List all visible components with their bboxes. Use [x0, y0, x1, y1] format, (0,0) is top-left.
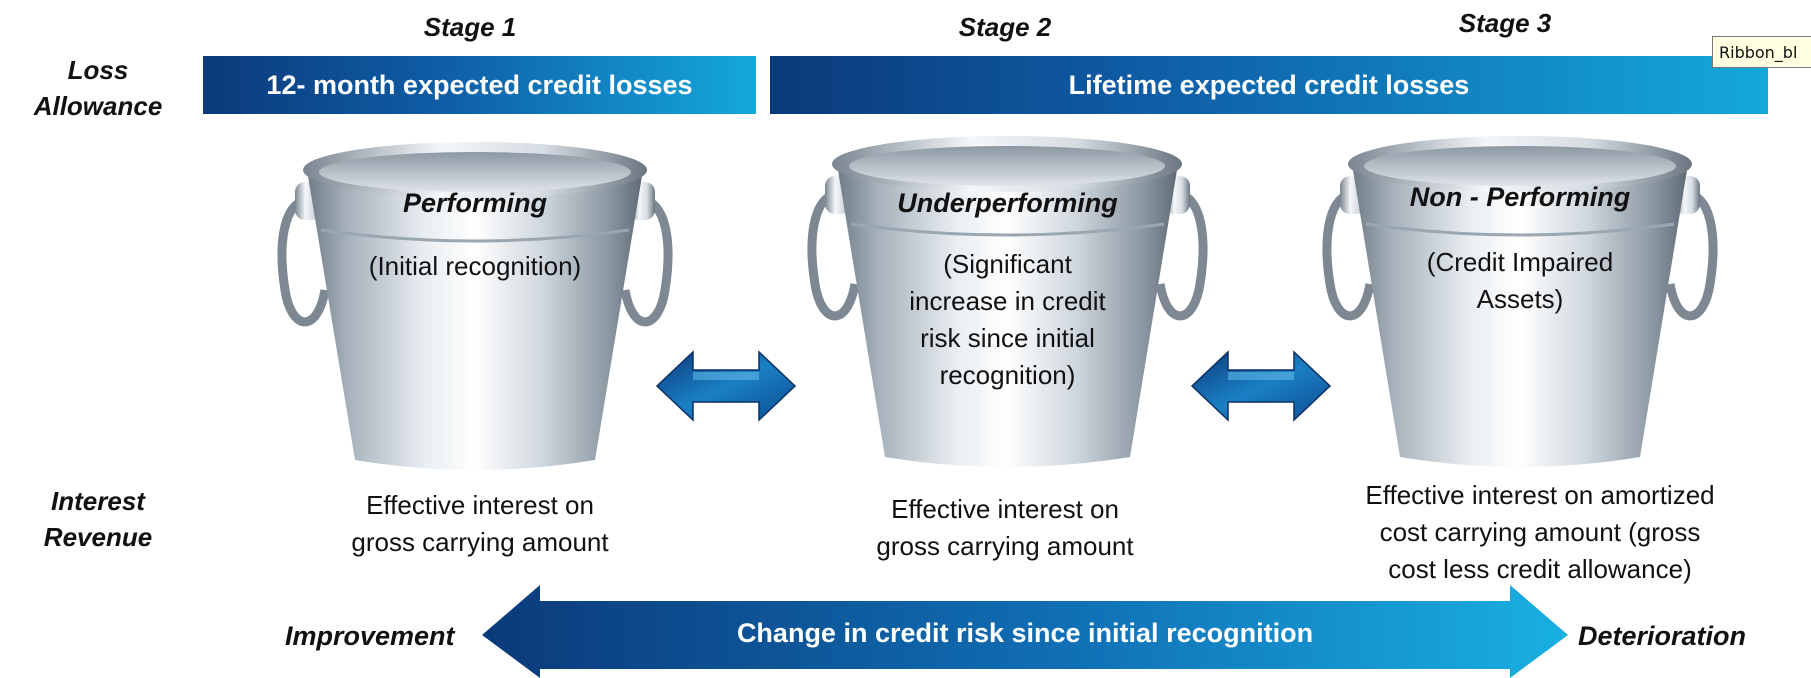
revenue-stage-1: Effective interest on gross carrying amo…: [290, 487, 670, 561]
deterioration-label: Deterioration: [1578, 621, 1747, 651]
stage-1-label: Stage 1: [423, 12, 517, 42]
bucket-non-performing-title: Non - Performing: [1409, 182, 1631, 212]
bucket-performing-desc: (Initial recognition): [265, 248, 685, 285]
revenue-stage-1-line-2: gross carrying amount: [351, 527, 609, 557]
bucket-underperforming: Underperforming (Significant increase in…: [795, 122, 1220, 477]
stage-1-ribbon-text: 12- month expected credit losses: [266, 69, 693, 100]
stage-3-label: Stage 3: [1458, 8, 1552, 38]
revenue-stage-2-line-2: gross carrying amount: [876, 531, 1134, 561]
interest-revenue-label: Interest Revenue: [8, 483, 188, 555]
revenue-stage-2: Effective interest on gross carrying amo…: [815, 491, 1195, 565]
interest-revenue-line-1: Interest: [51, 486, 145, 516]
bucket-underperforming-desc-line-2: increase in credit: [909, 286, 1106, 316]
ice-bucket-icon: [807, 136, 1208, 467]
revenue-stage-3-line-1: Effective interest on amortized: [1365, 480, 1715, 510]
revenue-stage-1-line-1: Effective interest on: [366, 490, 594, 520]
bucket-underperforming-desc-line-3: risk since initial: [920, 323, 1095, 353]
bucket-performing: Performing (Initial recognition): [265, 130, 685, 480]
improvement-label: Improvement: [285, 621, 455, 651]
revenue-stage-3: Effective interest on amortized cost car…: [1315, 477, 1765, 588]
credit-risk-band-text: Change in credit risk since initial reco…: [736, 618, 1314, 648]
loss-allowance-line-2: Allowance: [33, 91, 163, 121]
bucket-non-performing: Non - Performing (Credit Impaired Assets…: [1310, 122, 1730, 477]
ribbon-tooltip: Ribbon_bl: [1712, 36, 1811, 68]
bucket-performing-title: Performing: [402, 188, 548, 218]
bucket-underperforming-desc-line-4: recognition): [939, 360, 1076, 390]
stage-1-ribbon: 12- month expected credit losses: [203, 56, 756, 114]
bucket-underperforming-desc-line-1: (Significant: [943, 249, 1072, 279]
bucket-non-performing-desc: (Credit Impaired Assets): [1310, 244, 1730, 318]
revenue-stage-3-line-3: cost less credit allowance): [1388, 554, 1692, 584]
bucket-performing-desc-line: (Initial recognition): [368, 251, 582, 281]
bucket-non-performing-desc-line-1: (Credit Impaired: [1426, 247, 1614, 277]
stage-2-label: Stage 2: [958, 12, 1052, 42]
loss-allowance-line-1: Loss: [67, 55, 129, 85]
credit-risk-arrow: [482, 585, 1568, 678]
revenue-stage-2-line-1: Effective interest on: [891, 494, 1119, 524]
double-arrow-icon: [1190, 350, 1332, 422]
revenue-stage-3-line-2: cost carrying amount (gross: [1379, 517, 1701, 547]
loss-allowance-label: Loss Allowance: [8, 52, 188, 124]
interest-revenue-line-2: Revenue: [43, 522, 153, 552]
ice-bucket-icon: [1322, 136, 1718, 467]
bucket-underperforming-desc: (Significant increase in credit risk sin…: [795, 246, 1220, 394]
double-arrow-icon: [655, 350, 797, 422]
lifetime-ribbon-text: Lifetime expected credit losses: [1068, 69, 1470, 100]
lifetime-ribbon: Lifetime expected credit losses: [770, 56, 1768, 114]
bucket-underperforming-title: Underperforming: [897, 188, 1118, 218]
ice-bucket-icon: [277, 142, 673, 470]
bucket-non-performing-desc-line-2: Assets): [1476, 284, 1564, 314]
